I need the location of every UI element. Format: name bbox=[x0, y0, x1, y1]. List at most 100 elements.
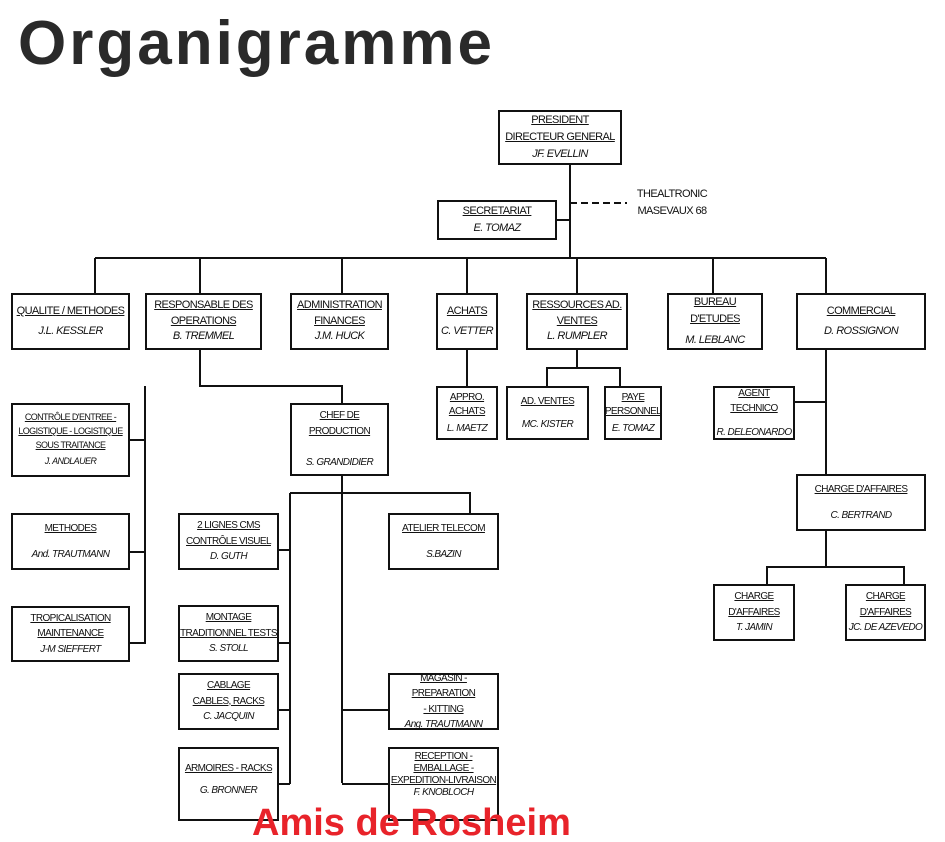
role: CONTRÔLE D'ENTREE - bbox=[24, 411, 117, 422]
role: D'AFFAIRES bbox=[859, 606, 912, 618]
person-name: E. TOMAZ bbox=[473, 222, 522, 234]
person-name: D. ROSSIGNON bbox=[823, 325, 899, 337]
role: OPERATIONS bbox=[170, 314, 237, 327]
person-name: S.BAZIN bbox=[426, 548, 461, 560]
role: SOUS TRAITANCE bbox=[35, 439, 106, 450]
role: PERSONNEL bbox=[604, 405, 662, 417]
box-atelier-telecom: ATELIER TELECOM S.BAZIN bbox=[388, 513, 499, 570]
box-charge-affaires: CHARGE D'AFFAIRES C. BERTRAND bbox=[796, 474, 926, 531]
box-qualite: QUALITE / METHODES J.L. KESSLER bbox=[11, 293, 130, 350]
role: TRADITIONNEL TESTS bbox=[180, 627, 278, 639]
person-name: Ang. TRAUTMANN bbox=[404, 719, 483, 730]
box-ad-ventes: AD. VENTES MC. KISTER bbox=[506, 386, 589, 440]
role: ACHATS bbox=[446, 304, 488, 317]
role: CABLES, RACKS bbox=[192, 695, 265, 707]
role: MAINTENANCE bbox=[37, 628, 104, 640]
box-armoires: ARMOIRES - RACKS G. BRONNER bbox=[178, 747, 279, 821]
role: PAYE bbox=[621, 391, 645, 403]
person-name: J.M. HUCK bbox=[314, 330, 365, 343]
person-name: D. GUTH bbox=[210, 551, 248, 563]
role: ADMINISTRATION bbox=[297, 299, 383, 312]
person-name: T. JAMIN bbox=[736, 622, 773, 634]
person-name: C. BERTRAND bbox=[830, 509, 892, 521]
role: AGENT TECHNICO bbox=[730, 387, 778, 415]
person-name: E. TOMAZ bbox=[611, 422, 655, 434]
role: MONTAGE bbox=[205, 612, 252, 624]
box-methodes: METHODES And. TRAUTMANN bbox=[11, 513, 130, 570]
box-secretariat: SECRETARIAT E. TOMAZ bbox=[437, 200, 557, 240]
person-name: L. MAETZ bbox=[446, 422, 488, 434]
person-name: MC. KISTER bbox=[521, 419, 574, 430]
box-bureau: BUREAU D'ETUDES M. LEBLANC bbox=[667, 293, 763, 350]
box-tropicalisation: TROPICALISATION MAINTENANCE J-M SIEFFERT bbox=[11, 606, 130, 662]
role: RESPONSABLE DES bbox=[154, 299, 253, 312]
person-name: J-M SIEFFERT bbox=[40, 643, 101, 655]
box-admin: ADMINISTRATION FINANCES J.M. HUCK bbox=[290, 293, 389, 350]
role: TROPICALISATION bbox=[30, 612, 111, 624]
box-commercial: COMMERCIAL D. ROSSIGNON bbox=[796, 293, 926, 350]
role: CONTRÔLE VISUEL bbox=[186, 535, 272, 547]
box-thealtronic: THEALTRONIC MASEVAUX 68 bbox=[627, 182, 717, 224]
person-name: L. RUMPLER bbox=[546, 330, 608, 343]
box-chef-production: CHEF DE PRODUCTION S. GRANDIDIER bbox=[290, 403, 389, 476]
role: THEALTRONIC bbox=[636, 187, 708, 200]
box-charge-jamin: CHARGE D'AFFAIRES T. JAMIN bbox=[713, 584, 795, 641]
box-agent-technico: AGENT TECHNICO R. DELEONARDO bbox=[713, 386, 795, 440]
role: CHEF DE PRODUCTION bbox=[308, 410, 371, 437]
role: COMMERCIAL bbox=[826, 304, 896, 317]
role: CHARGE D'AFFAIRES bbox=[814, 484, 908, 495]
box-charge-azevedo: CHARGE D'AFFAIRES JC. DE AZEVEDO bbox=[845, 584, 926, 641]
role: CHARGE bbox=[865, 591, 906, 603]
box-paye: PAYE PERSONNEL E. TOMAZ bbox=[604, 386, 662, 440]
person-name: J. ANDLAUER bbox=[44, 456, 97, 467]
role: CABLAGE bbox=[206, 680, 251, 692]
role: SECRETARIAT bbox=[462, 204, 532, 217]
role: QUALITE / METHODES bbox=[16, 304, 125, 317]
role: AD. VENTES bbox=[520, 395, 575, 407]
box-achats: ACHATS C. VETTER bbox=[436, 293, 498, 350]
box-controle: CONTRÔLE D'ENTREE - LOGISTIQUE - LOGISTIQ… bbox=[11, 403, 130, 477]
role: RESSOURCES AD. bbox=[532, 299, 622, 312]
role: 2 LIGNES CMS bbox=[197, 520, 260, 532]
role: RECEPTION - bbox=[414, 751, 473, 762]
box-reception: RECEPTION -EMBALLAGE -EXPEDITION-LIVRAIS… bbox=[388, 747, 499, 821]
person-name: J.L. KESSLER bbox=[38, 325, 103, 337]
box-operations: RESPONSABLE DES OPERATIONS B. TREMMEL bbox=[145, 293, 262, 350]
role: CHARGE bbox=[734, 591, 774, 603]
role: ARMOIRES - RACKS bbox=[184, 763, 273, 774]
role: BUREAU D'ETUDES bbox=[690, 296, 740, 326]
role: VENTES bbox=[556, 314, 598, 327]
box-appro-achats: APPRO. ACHATS L. MAETZ bbox=[436, 386, 498, 440]
box-cms: 2 LIGNES CMS CONTRÔLE VISUEL D. GUTH bbox=[178, 513, 279, 570]
person-name: S. GRANDIDIER bbox=[305, 457, 374, 469]
role: - KITTING bbox=[423, 703, 464, 715]
box-cablage: CABLAGE CABLES, RACKS C. JACQUIN bbox=[178, 673, 279, 730]
box-president: PRESIDENT DIRECTEUR GENERAL JF. EVELLIN bbox=[498, 110, 622, 165]
role: LOGISTIQUE - LOGISTIQUE bbox=[18, 425, 123, 436]
role: D'AFFAIRES bbox=[728, 606, 780, 618]
role: ATELIER TELECOM bbox=[402, 523, 485, 534]
person-name: C. JACQUIN bbox=[203, 711, 254, 723]
person-name: JF. EVELLIN bbox=[532, 148, 588, 161]
person-name: R. DELEONARDO bbox=[716, 426, 793, 438]
role: MASEVAUX 68 bbox=[637, 205, 707, 217]
person-name: JC. DE AZEVEDO bbox=[848, 622, 923, 634]
person-name: G. BRONNER bbox=[199, 784, 258, 796]
role: APPRO. bbox=[449, 391, 485, 403]
person-name: S. STOLL bbox=[209, 643, 249, 655]
role: ACHATS bbox=[448, 405, 486, 417]
person-name: M. LEBLANC bbox=[685, 333, 745, 346]
role: FINANCES bbox=[314, 314, 365, 327]
role: DIRECTEUR GENERAL bbox=[505, 130, 615, 143]
box-montage: MONTAGE TRADITIONNEL TESTS S. STOLL bbox=[178, 605, 279, 662]
role: PRESIDENT bbox=[531, 113, 589, 126]
role: METHODES bbox=[44, 523, 97, 534]
person-name: B. TREMMEL bbox=[172, 330, 235, 343]
page-title: Organigramme bbox=[18, 9, 496, 78]
person-name: C. VETTER bbox=[440, 325, 494, 337]
role: EMBALLAGE - bbox=[413, 763, 474, 774]
person-name: And. TRAUTMANN bbox=[31, 548, 110, 560]
